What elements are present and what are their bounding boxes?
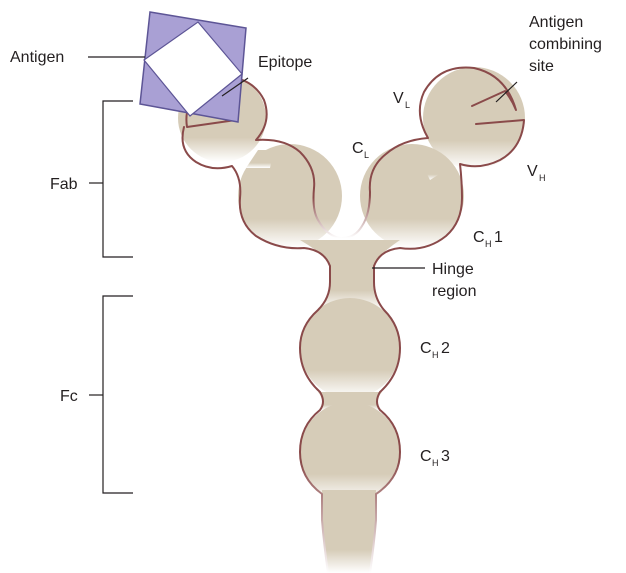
ch3-sub: H xyxy=(432,458,439,468)
antigen-shape xyxy=(140,12,246,122)
ch1-main: C xyxy=(473,229,485,246)
combining-site-line-2: combining xyxy=(529,36,602,53)
vh-sub: H xyxy=(539,173,546,183)
label-ch3: C H 3 xyxy=(420,448,450,468)
label-cl: C L xyxy=(352,140,369,160)
vl-sub: L xyxy=(405,100,410,110)
label-epitope: Epitope xyxy=(258,54,312,71)
ch2-suffix: 2 xyxy=(441,340,450,357)
label-antigen: Antigen xyxy=(10,49,64,66)
label-hinge: Hinge region xyxy=(432,261,478,300)
combining-site-line-1: Antigen xyxy=(529,14,583,31)
ch3-suffix: 3 xyxy=(441,448,450,465)
label-fc: Fc xyxy=(60,388,78,405)
label-ch2: C H 2 xyxy=(420,340,450,360)
ch2-sub: H xyxy=(432,350,439,360)
cl-sub: L xyxy=(364,150,369,160)
hinge-line-2: region xyxy=(432,283,476,300)
ch3-main: C xyxy=(420,448,432,465)
ch2-main: C xyxy=(420,340,432,357)
fab-bracket xyxy=(103,101,133,257)
vl-main: V xyxy=(393,90,404,107)
label-vl: V L xyxy=(393,90,410,110)
label-ch1: C H 1 xyxy=(473,229,503,249)
label-vh: V H xyxy=(527,163,546,183)
hinge-line-1: Hinge xyxy=(432,261,474,278)
label-combining-site: Antigen combining site xyxy=(529,14,606,75)
cl-main: C xyxy=(352,140,364,157)
fc-bracket xyxy=(103,296,133,493)
combining-site-line-3: site xyxy=(529,58,554,75)
label-fab: Fab xyxy=(50,176,78,193)
ch1-suffix: 1 xyxy=(494,229,503,246)
vh-main: V xyxy=(527,163,538,180)
ch1-sub: H xyxy=(485,239,492,249)
